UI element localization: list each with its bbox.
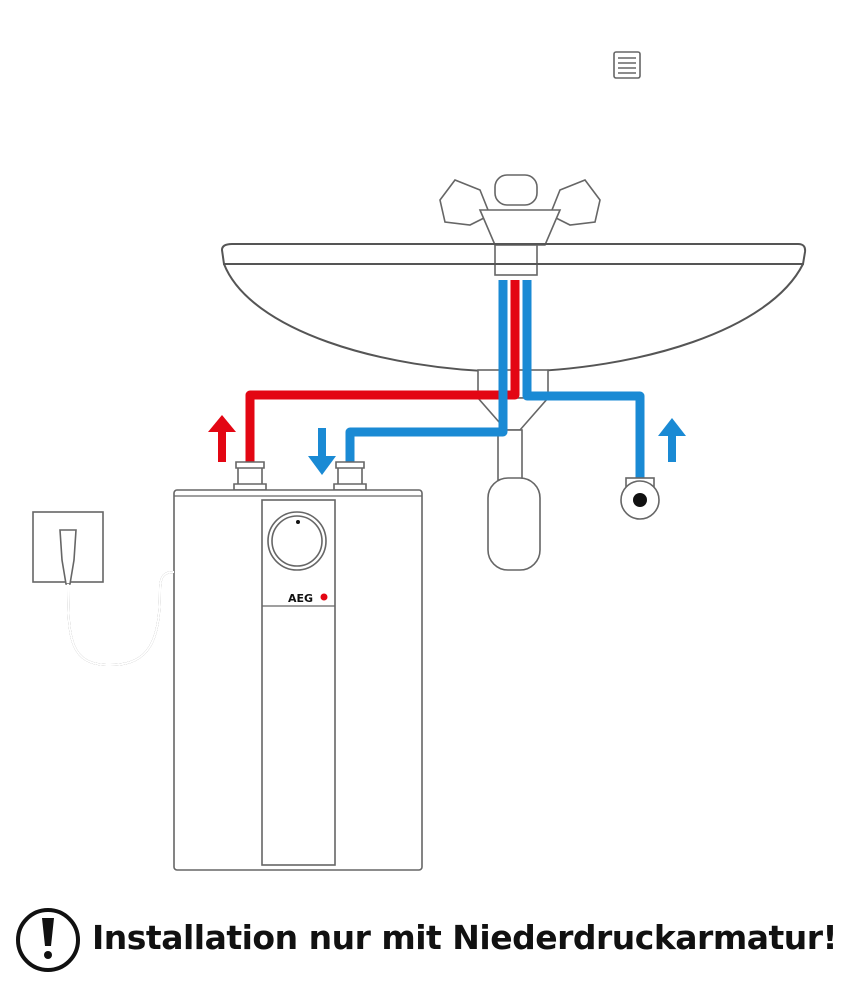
brand-label: AEG xyxy=(288,592,313,605)
exclamation-circle-icon xyxy=(16,908,80,972)
drain-trap xyxy=(476,369,550,571)
cold-water-pipe-to-heater xyxy=(345,280,508,462)
faucet xyxy=(439,12,641,276)
power-indicator-light xyxy=(320,593,328,601)
cold-water-pipe-to-faucet xyxy=(522,280,645,480)
cold-flow-down-arrow-icon xyxy=(308,428,336,475)
cold-supply-up-arrow-icon xyxy=(658,418,686,462)
water-heater xyxy=(173,461,423,871)
warning-text: Installation nur mit Niederdruckarmatur! xyxy=(92,918,838,957)
hot-flow-up-arrow-icon xyxy=(208,415,236,462)
hot-water-pipe xyxy=(245,280,520,462)
angle-valve xyxy=(620,477,660,520)
power-socket xyxy=(32,511,175,667)
